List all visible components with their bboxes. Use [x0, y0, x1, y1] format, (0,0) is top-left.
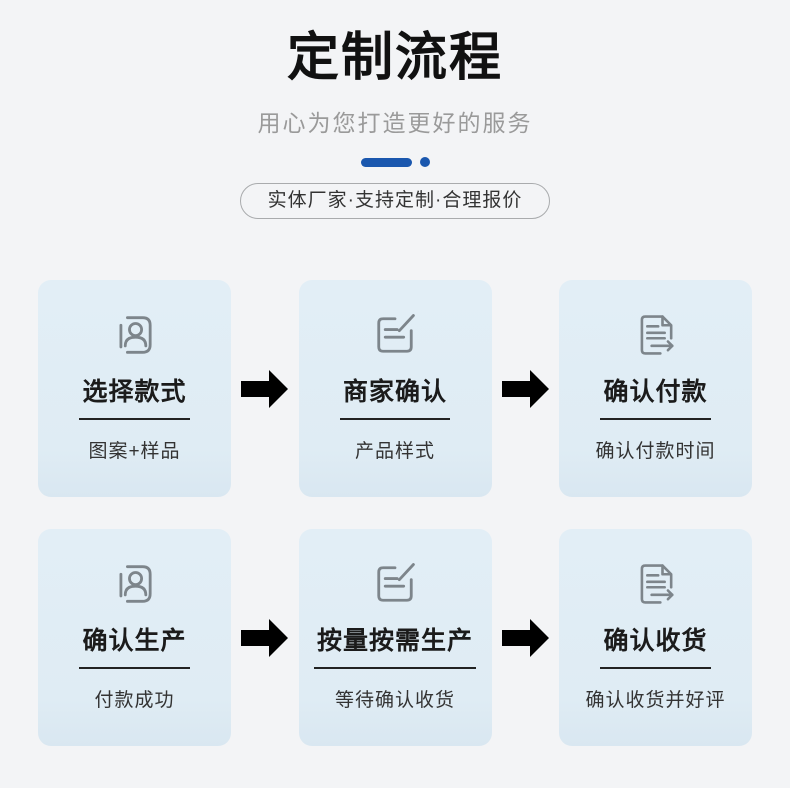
right-arrow-icon: [502, 370, 549, 408]
divider-dot-icon: [419, 157, 430, 167]
flow-card-produce-on-demand: 按量按需生产 等待确认收货: [298, 529, 492, 746]
document-arrow-icon: [630, 309, 682, 361]
right-arrow-icon: [241, 619, 288, 657]
flow-card-confirm-production: 确认生产 付款成功: [38, 529, 231, 746]
flow-card-merchant-confirm: 商家确认 产品样式: [298, 280, 492, 497]
card-subtitle: 确认付款时间: [595, 441, 716, 462]
card-title-wrap: 按量按需生产: [299, 621, 492, 669]
edit-form-icon: [369, 309, 421, 361]
arrow-gap: [231, 619, 299, 657]
page-title: 定制流程: [286, 29, 503, 87]
card-title-wrap: 商家确认: [299, 372, 492, 420]
card-title: 确认付款: [600, 372, 711, 420]
card-title-wrap: 确认生产: [38, 621, 231, 669]
arrow-gap: [492, 619, 560, 657]
card-subtitle: 产品样式: [354, 441, 435, 462]
card-subtitle: 确认收货并好评: [585, 690, 726, 711]
card-title-wrap: 确认收货: [559, 621, 752, 669]
card-subtitle: 付款成功: [94, 690, 175, 711]
right-arrow-icon: [502, 619, 549, 657]
arrow-gap: [492, 370, 560, 408]
accent-divider: [0, 157, 790, 167]
person-badge-icon: [109, 309, 161, 361]
card-title: 确认生产: [79, 621, 190, 669]
card-subtitle: 等待确认收货: [334, 690, 455, 711]
person-badge-icon: [109, 558, 161, 610]
header: 定制流程 用心为您打造更好的服务 实体厂家·支持定制·合理报价: [0, 0, 790, 219]
card-title: 选择款式: [79, 372, 190, 420]
card-title: 商家确认: [339, 372, 450, 420]
card-title: 确认收货: [600, 621, 711, 669]
badge-pill: 实体厂家·支持定制·合理报价: [239, 183, 551, 219]
flow-card-confirm-payment: 确认付款 确认付款时间: [559, 280, 752, 497]
badge-row: 实体厂家·支持定制·合理报价: [0, 167, 790, 219]
card-title-wrap: 确认付款: [559, 372, 752, 420]
right-arrow-icon: [241, 370, 288, 408]
page-subtitle: 用心为您打造更好的服务: [257, 110, 533, 136]
flow-card-select-style: 选择款式 图案+样品: [38, 280, 231, 497]
flow-diagram: 选择款式 图案+样品 商家确认 产品样式 确认付款: [0, 280, 790, 746]
card-title-wrap: 选择款式: [38, 372, 231, 420]
arrow-gap: [231, 370, 299, 408]
document-arrow-icon: [630, 558, 682, 610]
flow-row-1: 选择款式 图案+样品 商家确认 产品样式 确认付款: [0, 280, 790, 497]
card-title: 按量按需生产: [313, 621, 476, 669]
edit-form-icon: [369, 558, 421, 610]
card-subtitle: 图案+样品: [88, 441, 181, 462]
divider-dash: [360, 157, 412, 167]
flow-row-2: 确认生产 付款成功 按量按需生产 等待确认收货 确认收货: [0, 529, 790, 746]
flow-card-confirm-receipt: 确认收货 确认收货并好评: [559, 529, 752, 746]
